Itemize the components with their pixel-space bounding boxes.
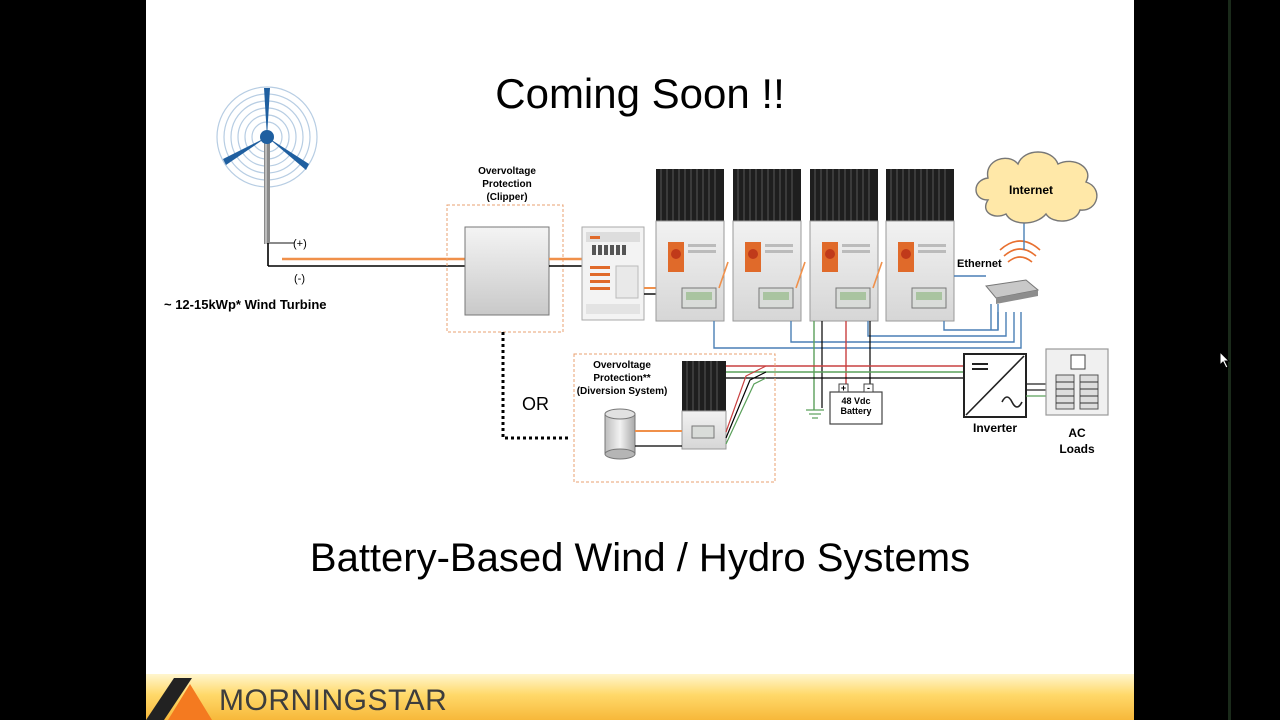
charge-controller-4 <box>885 169 955 322</box>
diversion-load-icon <box>604 408 636 460</box>
footer-bar <box>146 674 1134 720</box>
wind-turbine-icon <box>216 86 318 244</box>
system-diagram <box>216 86 1109 483</box>
battery-label: 48 Vdc Battery <box>840 396 872 416</box>
diversion-controller <box>681 361 727 450</box>
router-icon <box>985 240 1041 304</box>
clipper-label: Overvoltage Protection (Clipper) <box>478 166 536 203</box>
battery-minus-label: - <box>867 383 870 393</box>
charge-controller-3 <box>809 169 879 322</box>
inverter-icon <box>963 353 1027 418</box>
minus-terminal-label: (-) <box>294 273 305 285</box>
slide-title: Coming Soon !! <box>495 70 785 117</box>
ac-loads-label: AC Loads <box>1059 426 1095 456</box>
diversion-label: Overvoltage Protection** (Diversion Syst… <box>576 360 668 397</box>
charge-controller-1 <box>655 169 725 322</box>
battery-plus-label: + <box>840 383 847 393</box>
clipper-box <box>464 226 550 316</box>
charge-controller-2 <box>732 169 802 322</box>
clipper-zone <box>446 204 564 333</box>
slide-subtitle: Battery-Based Wind / Hydro Systems <box>309 536 971 580</box>
dc-breaker-box <box>581 226 645 321</box>
turbine-label: ~ 12-15kWp* Wind Turbine <box>164 297 327 312</box>
internet-cloud-icon <box>975 151 1098 224</box>
footer-brand: MORNINGSTAR <box>219 684 448 717</box>
morningstar-logo-icon <box>146 678 212 720</box>
window-edge <box>1228 0 1231 720</box>
battery-icon <box>829 383 883 425</box>
slide: Coming Soon !! Battery-Based Wind / Hydr… <box>146 0 1134 720</box>
or-label: OR <box>522 394 549 414</box>
internet-label: Internet <box>1008 183 1053 197</box>
plus-terminal-label: (+) <box>293 238 307 250</box>
ac-loads-panel-icon <box>1045 348 1109 416</box>
diversion-zone <box>573 353 776 483</box>
mouse-cursor-icon <box>1219 351 1231 369</box>
inverter-label: Inverter <box>972 421 1018 435</box>
ethernet-label: Ethernet <box>957 258 1002 270</box>
